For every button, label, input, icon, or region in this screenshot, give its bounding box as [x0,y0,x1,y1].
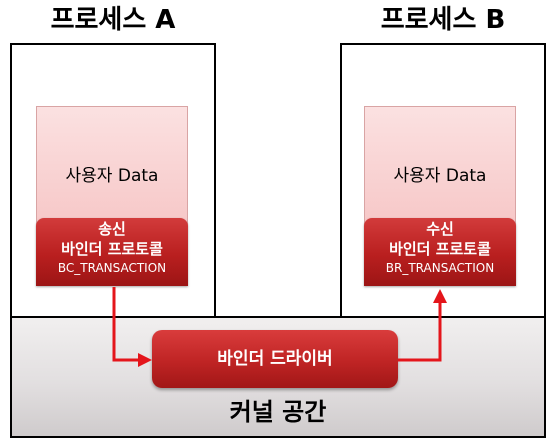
binder-driver: 바인더 드라이버 [152,330,398,388]
send-arrow [112,287,140,362]
receive-protocol-command: BR_TRANSACTION [385,261,495,275]
process-b-user-data-label: 사용자 Data [393,166,487,186]
receive-protocol-direction: 수신 [426,220,454,238]
kernel-space-label: 커널 공간 [229,398,327,426]
send-protocol-direction: 송신 [98,220,126,238]
send-binder-protocol: 송신 바인더 프로토콜 BC_TRANSACTION [36,218,188,286]
send-arrow-head [138,353,152,367]
process-a-user-data-label: 사용자 Data [65,166,159,186]
receive-arrow [398,302,442,362]
send-protocol-name: 바인더 프로토콜 [61,240,163,258]
process-b-title: 프로세스 B [380,5,506,35]
receive-binder-protocol: 수신 바인더 프로토콜 BR_TRANSACTION [364,218,516,286]
send-protocol-command: BC_TRANSACTION [57,261,167,275]
process-a-title: 프로세스 A [50,5,176,35]
receive-arrow-head [433,289,447,303]
receive-protocol-name: 바인더 프로토콜 [389,240,491,258]
